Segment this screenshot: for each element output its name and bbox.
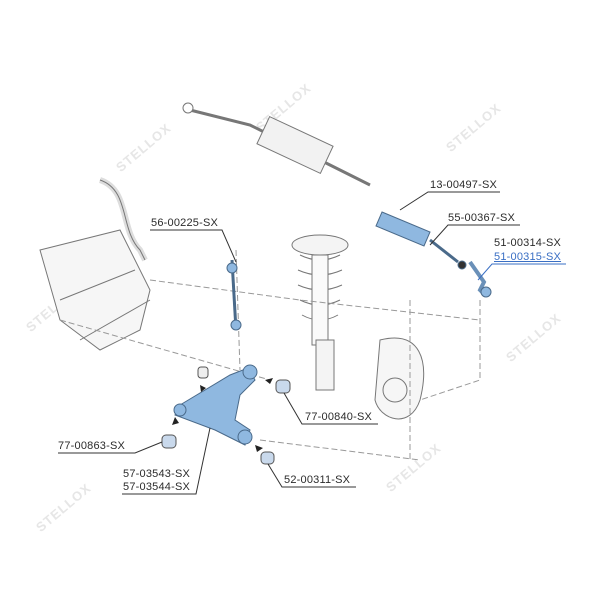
label-bushing-front[interactable]: 77-00863-SX: [58, 440, 126, 452]
label-control-arm-left[interactable]: 57-03543-SX: [123, 468, 191, 480]
link-tie-rod-end-right[interactable]: 51-00315-SX: [494, 251, 562, 263]
label-control-arm-right[interactable]: 57-03544-SX: [123, 481, 191, 493]
label-bushing-rear[interactable]: 77-00840-SX: [305, 411, 373, 423]
label-ball-joint[interactable]: 52-00311-SX: [284, 474, 351, 486]
label-stabilizer-link[interactable]: 56-00225-SX: [151, 217, 219, 229]
label-steering-rack[interactable]: 13-00497-SX: [430, 179, 498, 191]
label-tie-rod[interactable]: 55-00367-SX: [448, 212, 516, 224]
label-tie-rod-end-left[interactable]: 51-00314-SX: [494, 237, 562, 249]
